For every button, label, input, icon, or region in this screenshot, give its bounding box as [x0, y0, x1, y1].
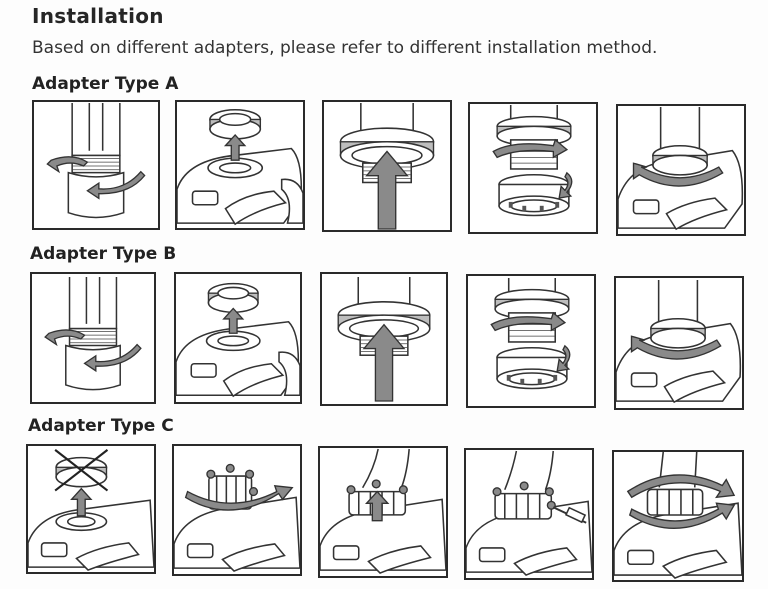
- attach-ring-to-filter-icon: [177, 102, 303, 228]
- step-a3-box: [322, 100, 452, 232]
- attach-ring-to-filter-icon: [176, 274, 300, 402]
- step-b3-box: [320, 272, 448, 406]
- push-ring-up-icon: [324, 102, 450, 230]
- push-ring-up-icon: [322, 274, 446, 404]
- step-c2-box: [172, 444, 302, 576]
- step-b1-box: [30, 272, 156, 404]
- step-c4-box: [464, 448, 594, 580]
- step-c3-box: [318, 446, 448, 578]
- screw-adapter-onto-faucet-icon: [34, 102, 158, 228]
- thread-ring-onto-adapter-icon: [470, 104, 596, 232]
- insert-faucet-into-clamp-icon: [320, 448, 446, 576]
- step-a2-box: [175, 100, 305, 230]
- steps-row-adapter-b: [0, 272, 768, 412]
- tighten-filter-onto-faucet-icon: [616, 278, 742, 408]
- page-title: Installation: [32, 4, 164, 28]
- tighten-clamp-screws-icon: [466, 450, 592, 578]
- step-a1-box: [32, 100, 160, 230]
- remove-ring-crossed-icon: [28, 446, 154, 572]
- step-b5-box: [614, 276, 744, 410]
- step-a4-box: [468, 102, 598, 234]
- steps-row-adapter-c: [0, 444, 768, 584]
- rotate-clamp-adapter-icon: [174, 446, 300, 574]
- section-heading-adapter-b: Adapter Type B: [30, 244, 177, 264]
- section-heading-adapter-c: Adapter Type C: [28, 416, 174, 436]
- section-heading-adapter-a: Adapter Type A: [32, 74, 179, 94]
- steps-row-adapter-a: [0, 100, 768, 240]
- intro-text: Based on different adapters, please refe…: [32, 38, 658, 58]
- screw-adapter-onto-faucet-icon: [32, 274, 154, 402]
- step-b2-box: [174, 272, 302, 404]
- step-b4-box: [466, 274, 596, 408]
- step-c5-box: [612, 450, 744, 582]
- tighten-filter-onto-faucet-icon: [618, 106, 744, 234]
- thread-ring-onto-adapter-icon: [468, 276, 594, 406]
- rotate-to-lock-icon: [614, 452, 742, 580]
- step-a5-box: [616, 104, 746, 236]
- step-c1-box: [26, 444, 156, 574]
